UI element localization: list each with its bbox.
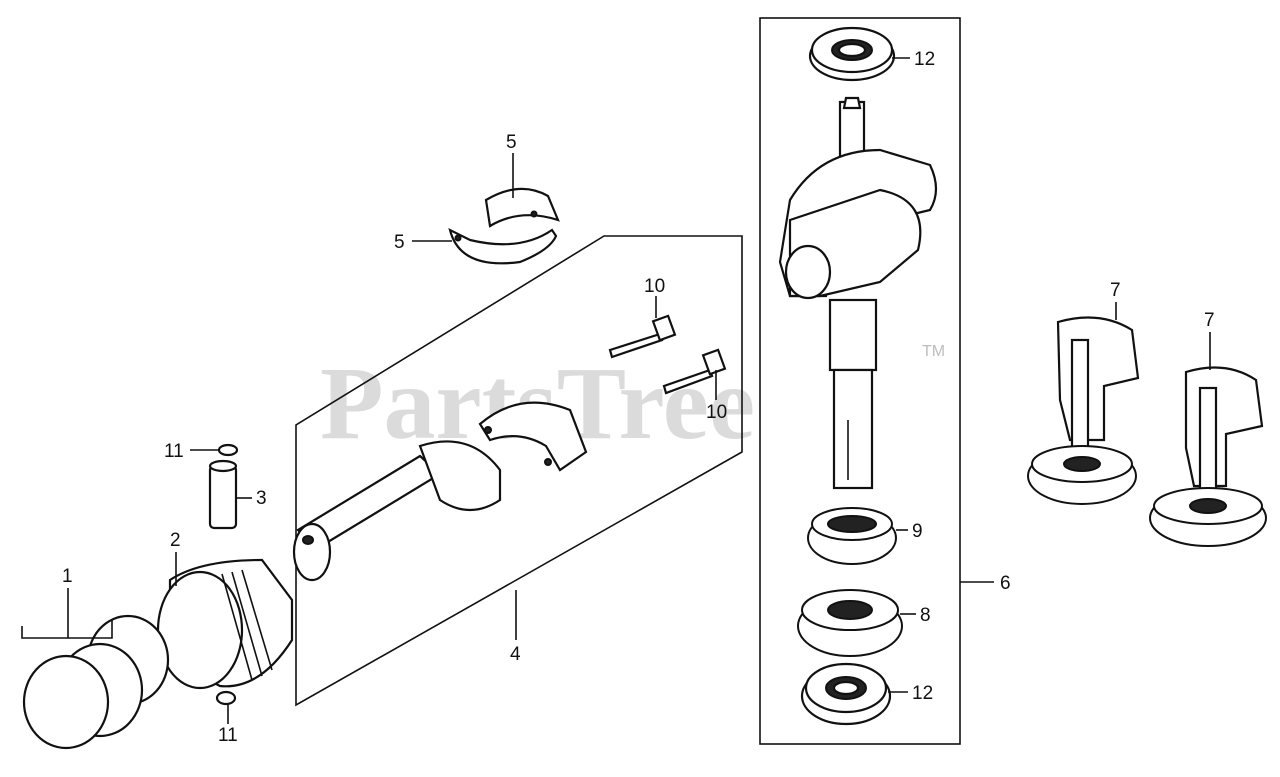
piston bbox=[156, 558, 294, 690]
leader-1-bracket bbox=[21, 620, 113, 639]
callout-10a: 10 bbox=[644, 276, 665, 297]
rod-bearing-halves bbox=[448, 187, 560, 265]
connecting-rod-group-outline bbox=[295, 235, 743, 707]
callout-8: 8 bbox=[920, 605, 931, 626]
crank-with-gear-7b bbox=[1149, 366, 1267, 547]
callout-3: 3 bbox=[256, 488, 267, 509]
piston-pin bbox=[208, 459, 238, 530]
callout-7b: 7 bbox=[1204, 310, 1215, 331]
watermark-trademark: TM bbox=[922, 343, 945, 360]
bearing-bottom bbox=[800, 662, 892, 726]
connecting-rod-cap bbox=[478, 401, 588, 472]
piston-rings bbox=[22, 614, 170, 750]
callout-4: 4 bbox=[510, 644, 521, 665]
piston-pin-clip-bottom bbox=[215, 690, 237, 706]
crank-gear-8 bbox=[797, 589, 903, 657]
callout-5b: 5 bbox=[394, 232, 405, 253]
callout-5a: 5 bbox=[506, 132, 517, 153]
callout-12b: 12 bbox=[912, 683, 933, 704]
crank-with-gear-7a bbox=[1027, 316, 1140, 505]
bearing-top bbox=[808, 26, 896, 82]
callout-11a: 11 bbox=[164, 441, 184, 462]
crank-gear-9 bbox=[807, 507, 897, 565]
callout-6: 6 bbox=[1000, 573, 1011, 594]
callout-7a: 7 bbox=[1110, 280, 1121, 301]
callout-12a: 12 bbox=[914, 49, 935, 70]
callout-2: 2 bbox=[170, 530, 181, 551]
crankshaft-group-outline bbox=[759, 17, 961, 745]
callout-11b: 11 bbox=[218, 725, 238, 746]
callout-10b: 10 bbox=[706, 402, 727, 423]
callout-9: 9 bbox=[912, 521, 923, 542]
crankshaft bbox=[778, 96, 938, 490]
rod-bolts bbox=[608, 314, 727, 395]
connecting-rod bbox=[292, 440, 502, 582]
piston-pin-clip-top bbox=[217, 443, 239, 457]
callout-1: 1 bbox=[62, 566, 73, 587]
